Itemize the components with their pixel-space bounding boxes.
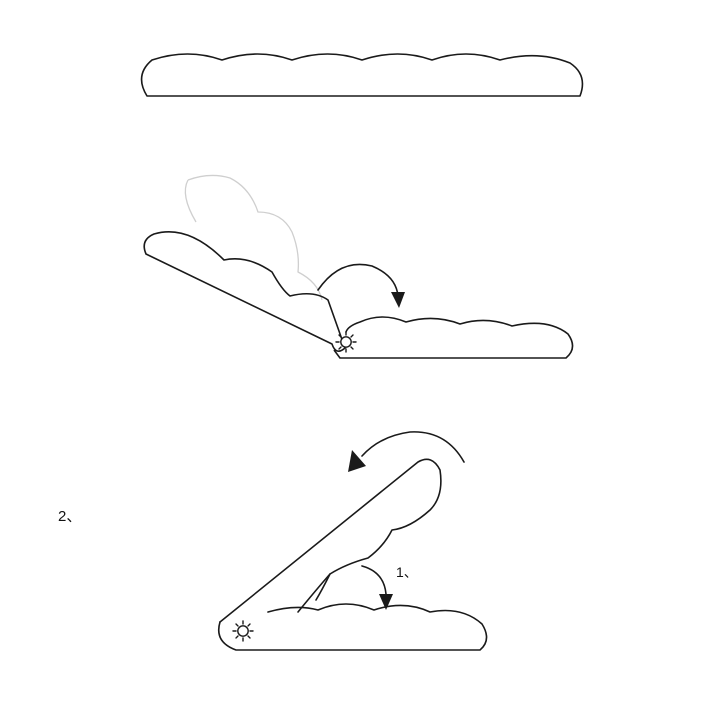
base-outline (339, 316, 574, 359)
unfold-arrow-curve (317, 263, 399, 297)
ghost-arm-outline (187, 174, 323, 301)
step-2-label: 2、 (58, 508, 82, 525)
raise-arrow-head (348, 450, 366, 472)
raised-base-outline (217, 603, 488, 651)
stage-raised (217, 431, 488, 651)
raised-arm-outline (219, 458, 442, 623)
raised-arm-inner (297, 573, 331, 613)
stage-flat (140, 53, 584, 97)
step1-arrow-head (379, 594, 393, 610)
ghost-arm-back (184, 179, 197, 223)
hinge-icon-top (335, 331, 357, 353)
base-bottom-joint (333, 349, 341, 359)
stage-unfolding (143, 174, 574, 359)
step-1-label: 1、 (396, 564, 418, 580)
unfold-arrow-head (391, 292, 405, 308)
flat-stand-outline (140, 53, 584, 97)
tilted-arm-outline (143, 231, 346, 352)
step1-arrow-curve (361, 565, 387, 595)
hinge-icon-bottom (232, 620, 254, 642)
raise-arrow-curve (361, 431, 465, 463)
